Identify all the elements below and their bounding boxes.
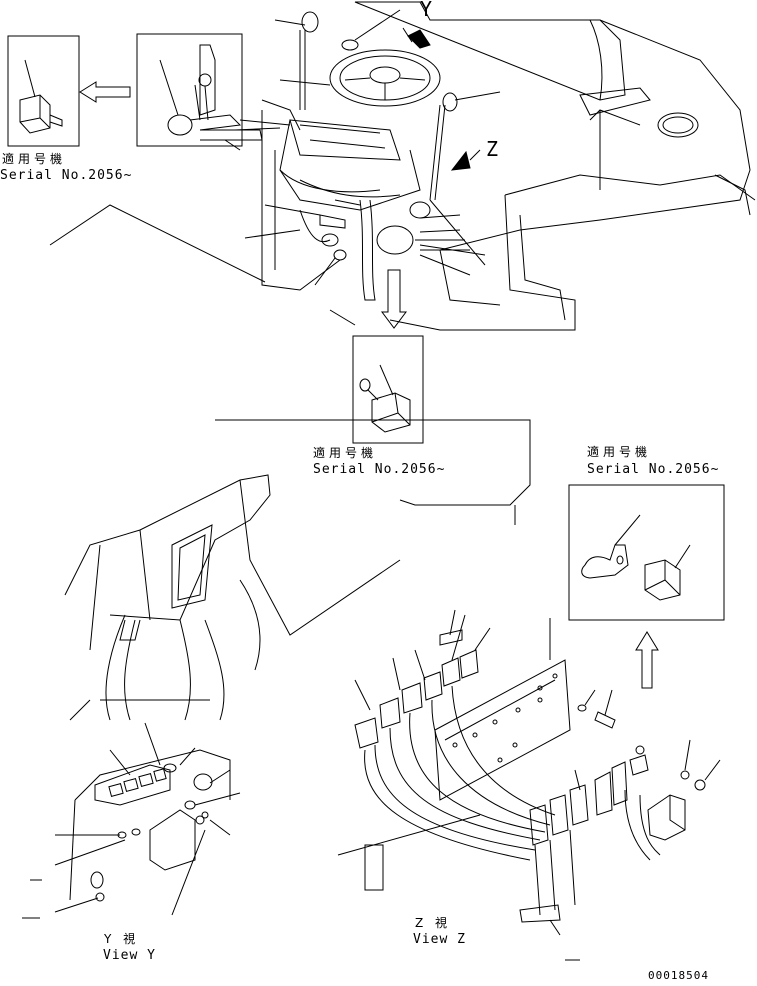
drawing-number: 00018504 xyxy=(648,969,709,982)
applicable-label-1: 適用号機 xyxy=(2,152,67,166)
dash-marks xyxy=(22,880,580,960)
arrow-up xyxy=(636,632,658,688)
view-z-label: View Z xyxy=(413,932,466,947)
applicable-label-3: 適用号機 xyxy=(587,445,652,459)
applicable-label-2: 適用号機 xyxy=(313,446,378,460)
arrow-z-label: Z xyxy=(486,137,499,161)
operator-area-overview xyxy=(50,2,755,330)
serial-label-3: Serial No.2056~ xyxy=(587,462,720,477)
arrow-y-label: Y xyxy=(420,0,433,21)
arrow-down xyxy=(382,270,406,328)
arrow-left xyxy=(80,82,130,102)
view-y-label: View Y xyxy=(103,948,156,963)
detail-box-right xyxy=(569,485,724,620)
view-z-jp-label: Z 視 xyxy=(415,916,452,930)
detail-box-middle xyxy=(353,336,423,443)
cab-section xyxy=(65,420,530,720)
detail-box-top-lever xyxy=(137,34,242,146)
serial-label-2: Serial No.2056~ xyxy=(313,462,446,477)
serial-label-1: Serial No.2056~ xyxy=(0,168,133,183)
detail-box-top-left xyxy=(8,36,79,146)
view-y-drawing xyxy=(55,723,240,915)
view-z-drawing xyxy=(338,610,720,935)
view-y-jp-label: Y 視 xyxy=(104,932,140,946)
